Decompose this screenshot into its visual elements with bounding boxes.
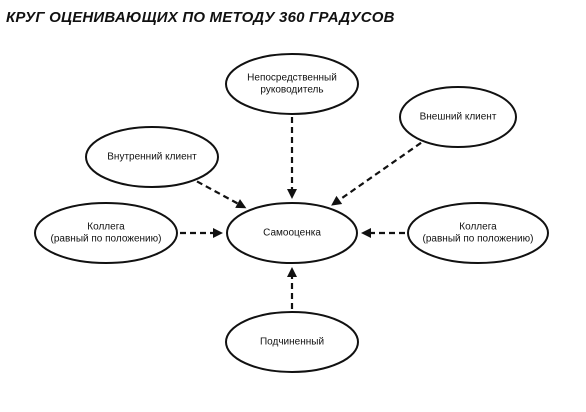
arrowhead-icon: [235, 199, 247, 209]
node-external-client: Внешний клиент: [399, 86, 517, 148]
node-label: (равный по положению): [423, 234, 534, 245]
arrow-subordinate-to-center: [287, 267, 297, 309]
node-ellipse: [226, 202, 358, 264]
arrow-external_client-to-center: [331, 141, 422, 206]
node-subordinate: Подчиненный: [225, 311, 359, 373]
node-ellipse: [399, 86, 517, 148]
edges-layer: [180, 117, 422, 309]
node-ellipse: [85, 126, 219, 188]
node-label: руководитель: [260, 85, 323, 96]
node-self-assessment: Самооценка: [226, 202, 358, 264]
node-label: Коллега: [87, 222, 125, 233]
arrowhead-icon: [287, 189, 297, 199]
page-title: КРУГ ОЦЕНИВАЮЩИХ ПО МЕТОДУ 360 ГРАДУСОВ: [6, 9, 395, 26]
node-label: Внутренний клиент: [107, 152, 197, 163]
node-label: Внешний клиент: [420, 112, 497, 123]
node-label: (равный по положению): [51, 234, 162, 245]
arrow-line: [338, 141, 422, 201]
arrow-manager-to-center: [287, 117, 297, 199]
node-internal-client: Внутренний клиент: [85, 126, 219, 188]
arrow-internal_client-to-center: [196, 180, 247, 209]
node-ellipse: [34, 202, 178, 264]
arrowhead-icon: [331, 195, 343, 206]
arrowhead-icon: [213, 228, 223, 238]
arrow-colleague_right-to-center: [361, 228, 405, 238]
nodes-layer: Самооценка НепосредственныйруководительВн…: [34, 53, 549, 373]
arrowhead-icon: [287, 267, 297, 277]
node-label: Подчиненный: [260, 337, 324, 348]
arrow-line: [196, 180, 239, 205]
node-ellipse: [407, 202, 549, 264]
node-ellipse: [225, 311, 359, 373]
node-label: Самооценка: [263, 228, 321, 239]
node-label: Коллега: [459, 222, 497, 233]
node-colleague-left: Коллега(равный по положению): [34, 202, 178, 264]
arrow-colleague_left-to-center: [180, 228, 223, 238]
node-label: Непосредственный: [247, 73, 337, 84]
arrowhead-icon: [361, 228, 371, 238]
node-ellipse: [225, 53, 359, 115]
node-colleague-right: Коллега(равный по положению): [407, 202, 549, 264]
